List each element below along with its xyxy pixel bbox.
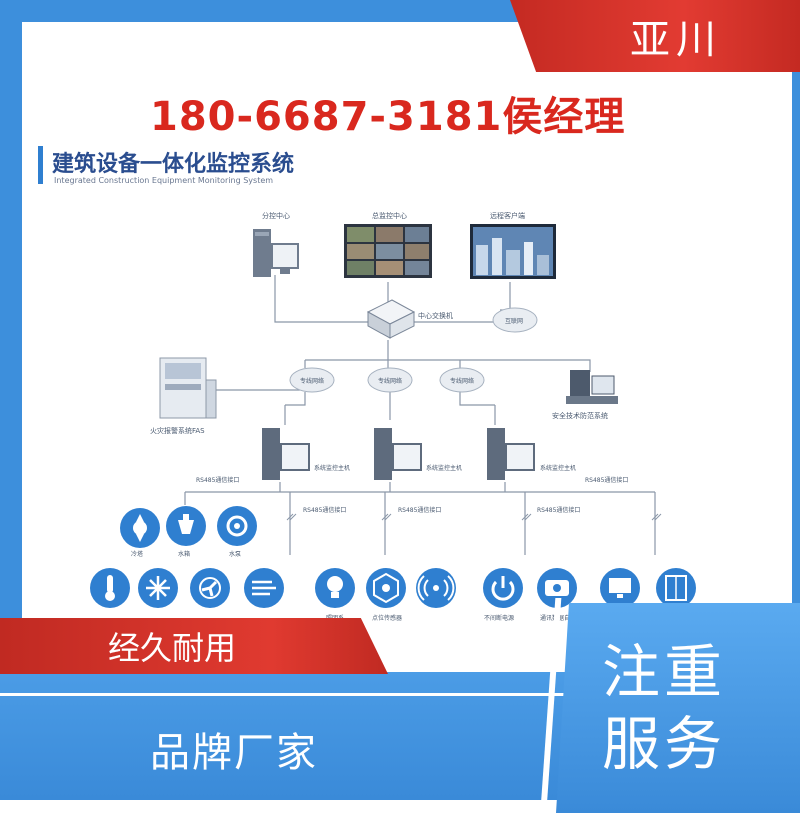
label-net-1: 专线网络	[300, 377, 324, 385]
icon-label-tower: 水箱	[178, 550, 190, 558]
service-line-2: 服务	[602, 710, 727, 778]
main-center-video-wall	[344, 224, 432, 278]
divider-line	[0, 693, 800, 696]
tower-icon	[166, 506, 206, 546]
title-accent-bar	[38, 146, 43, 184]
thermometer-icon	[90, 568, 130, 608]
diagram-subtitle: Integrated Construction Equipment Monito…	[54, 176, 274, 185]
airflow-icon	[244, 568, 284, 608]
service-text: 注重 服务	[602, 636, 726, 780]
power-icon	[483, 568, 523, 608]
diagram-title: 建筑设备一体化监控系统	[52, 152, 295, 177]
icon-label-power: 不间断电源	[484, 614, 514, 622]
bulb-icon	[315, 568, 355, 608]
label-host-2: 系统监控主机	[426, 464, 462, 472]
icon-label-switch: 点位传感器	[372, 614, 402, 622]
icon-row-2	[90, 568, 696, 608]
fire-alarm-console	[159, 357, 217, 419]
label-rs485-b: RS485通信接口	[303, 506, 346, 514]
icon-label-meter: 通讯数据自动采集	[540, 614, 588, 622]
snowflake-icon	[138, 568, 178, 608]
label-main-center: 总监控中心	[372, 211, 407, 220]
icon-row-1	[120, 506, 257, 548]
label-switch: 中心交换机	[418, 311, 453, 320]
host-computer-2	[374, 428, 422, 480]
durable-banner: 经久耐用	[0, 618, 388, 674]
label-rs485-d: RS485通信接口	[537, 506, 580, 514]
brand-banner: 亚川	[510, 0, 800, 72]
label-host-3: 系统监控主机	[540, 464, 576, 472]
label-branch-center: 分控中心	[262, 211, 290, 220]
system-diagram: 分控中心 总监控中心 远程客户端 中心交换机 互联网 专线网络 专线网络 专线网…	[90, 211, 696, 622]
brand-name: 亚川	[630, 17, 722, 63]
switch-panel-icon	[366, 568, 406, 608]
right-frame	[792, 0, 800, 800]
service-panel	[556, 603, 800, 813]
service-line-1: 注重	[602, 638, 727, 706]
left-frame	[0, 0, 22, 800]
branch-center-computer	[253, 229, 299, 277]
label-internet: 互联网	[505, 317, 523, 325]
ventilation-icon	[190, 568, 230, 608]
pump-icon	[217, 506, 257, 546]
icon-label-fan: 冷塔	[131, 550, 143, 558]
wireless-icon	[416, 568, 456, 608]
contact-phone: 180-6687-3181侯经理	[150, 94, 626, 140]
center-switch	[366, 299, 416, 339]
break-marks	[286, 513, 662, 521]
label-rs485-c: RS485通信接口	[398, 506, 441, 514]
tagline-durable: 经久耐用	[108, 629, 237, 667]
monitor-icon	[600, 568, 640, 608]
label-rs485-a: RS485通信接口	[196, 476, 239, 484]
label-fire-alarm: 火灾报警系统FAS	[150, 426, 205, 435]
host-computer-3	[487, 428, 535, 480]
security-workstation	[566, 370, 618, 404]
cloud-shapes	[289, 307, 538, 393]
fan-icon	[120, 508, 160, 548]
elevator-icon	[656, 568, 696, 608]
label-rs485-e: RS485通信接口	[585, 476, 628, 484]
label-net-3: 专线网络	[450, 377, 474, 385]
tagline-brand-factory: 品牌厂家	[150, 730, 318, 776]
icon-label-pump: 水泵	[229, 550, 241, 558]
host-computer-1	[262, 428, 310, 480]
connection-lines	[184, 275, 656, 555]
label-host-1: 系统监控主机	[314, 464, 350, 472]
label-remote-client: 远程客户端	[490, 211, 525, 220]
label-security: 安全技术防范系统	[552, 411, 608, 420]
label-net-2: 专线网络	[378, 377, 402, 385]
meter-icon	[537, 568, 577, 608]
remote-client-screen	[470, 224, 556, 279]
